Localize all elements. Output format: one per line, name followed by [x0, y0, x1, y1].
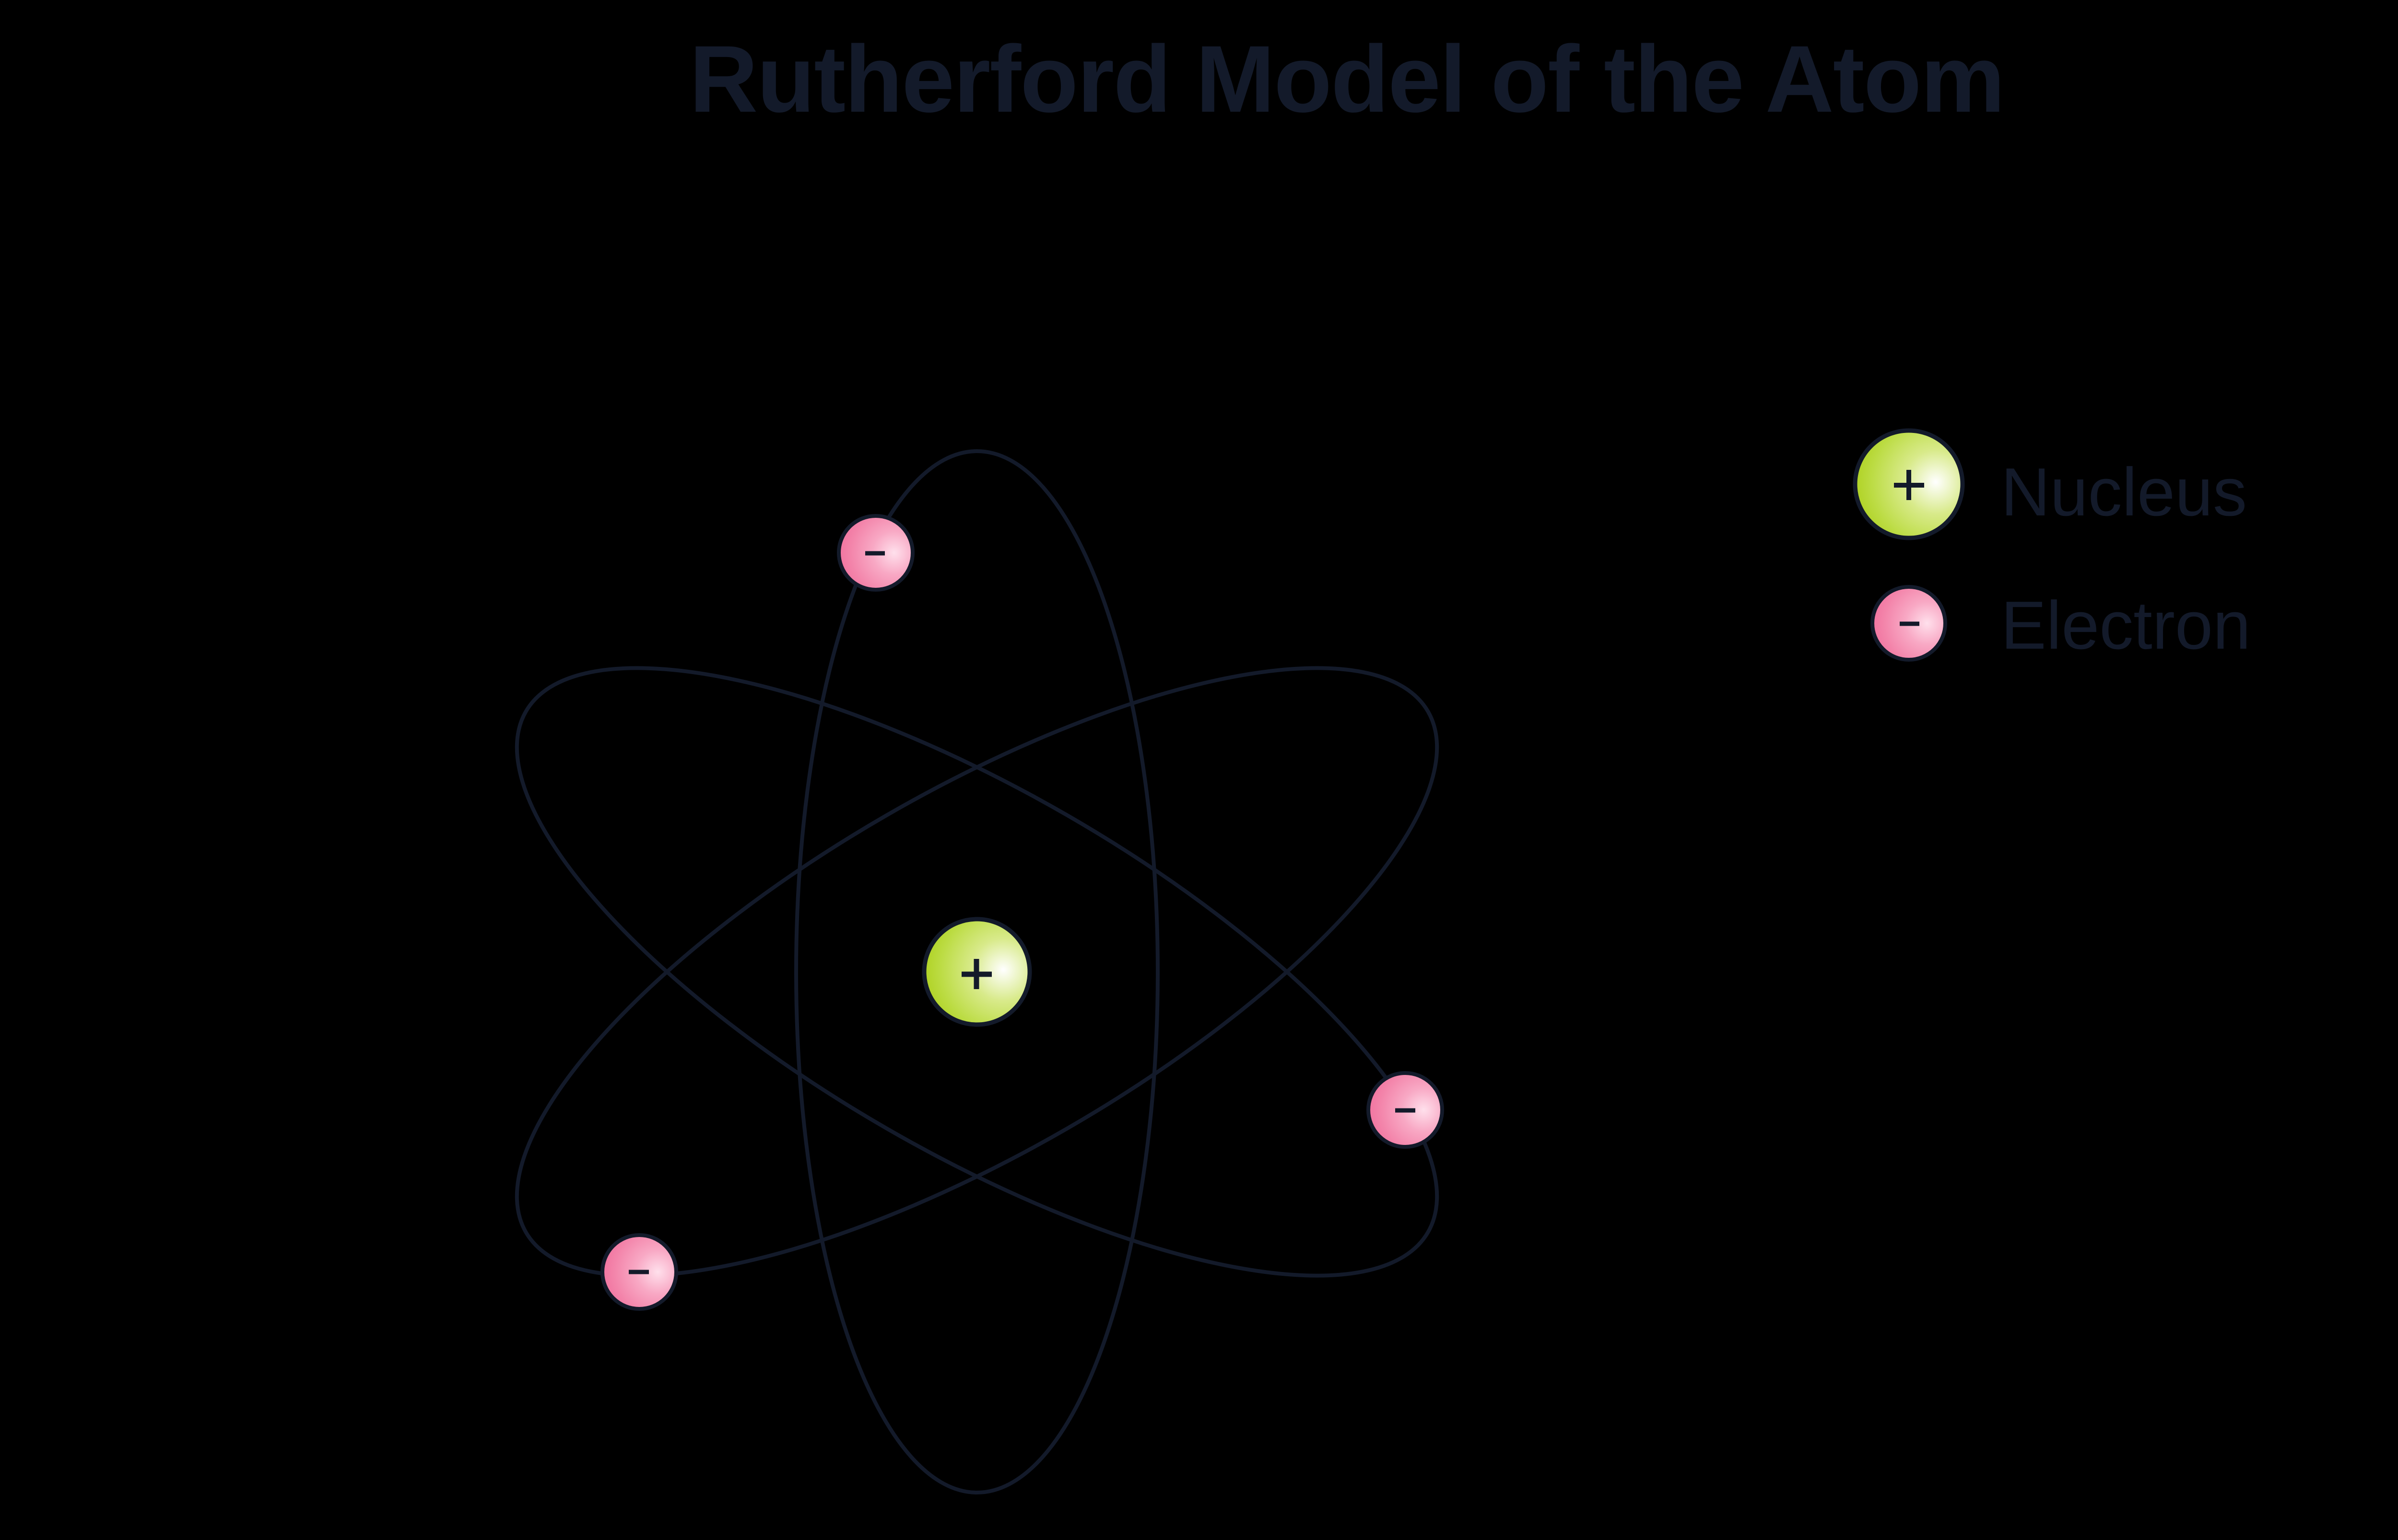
orbits	[515, 449, 1439, 1494]
plus-sign-icon	[1894, 470, 1924, 500]
plus-sign-icon	[962, 959, 992, 989]
diagram-title: Rutherford Model of the Atom	[689, 26, 2005, 132]
legend-item-electron: Electron	[1870, 585, 2251, 664]
legend-label-nucleus: Nucleus	[2001, 454, 2247, 530]
electron-top	[837, 514, 915, 592]
orbit-tilted-left	[515, 666, 1439, 1278]
legend-label-electron: Electron	[2001, 587, 2251, 664]
legend-item-nucleus: Nucleus	[1853, 428, 2247, 540]
electron-bottom-left	[600, 1233, 678, 1311]
orbit-tilted-right	[515, 666, 1439, 1278]
electron-right	[1366, 1071, 1444, 1149]
legend: Nucleus Electron	[1853, 428, 2251, 664]
orbit-vertical	[794, 449, 1160, 1494]
nucleus	[922, 917, 1032, 1027]
